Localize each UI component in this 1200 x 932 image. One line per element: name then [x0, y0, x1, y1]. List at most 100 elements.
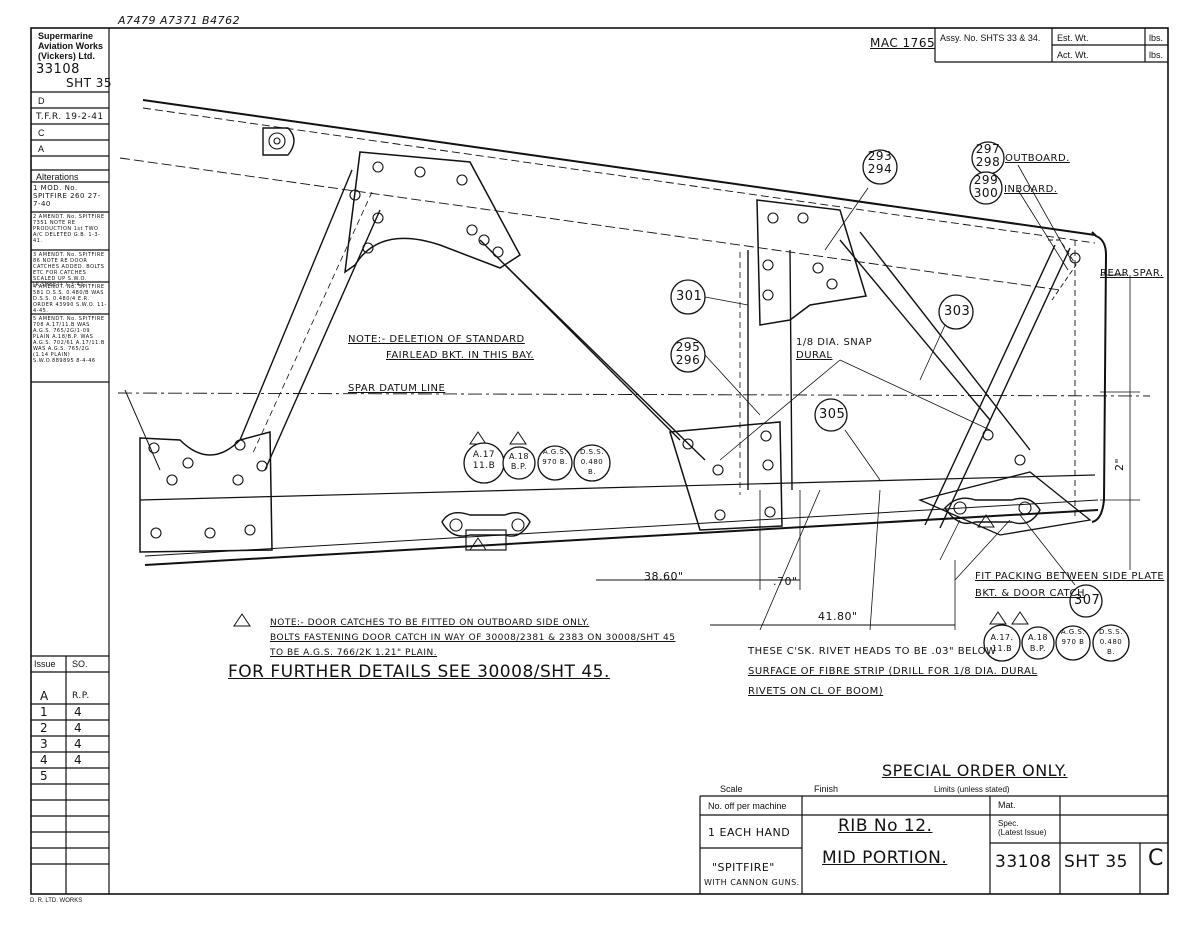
rear-spar-label: REAR SPAR. — [1100, 268, 1164, 279]
row-c: C — [38, 128, 45, 138]
deletion-note-line-2: FAIRLEAD BKT. IN THIS BAY. — [386, 350, 534, 361]
rivet-note: THESE C'SK. RIVET HEADS TO BE .03" BELOW… — [748, 642, 1037, 702]
assembly-number: Assy. No. SHTS 33 & 34. — [940, 33, 1041, 43]
callout-296: 296 — [675, 353, 701, 367]
so-column-label: SO. — [72, 659, 88, 669]
issue-so-3: 4 — [74, 737, 83, 751]
company-line-1: Supermarine — [38, 31, 94, 41]
callout-301: 301 — [676, 289, 703, 304]
drawing-number: 33108 — [995, 852, 1052, 872]
callout-299: 299 — [973, 173, 999, 187]
bolt-spec-dss-left: D.S.S. 0.480 B. — [580, 448, 604, 476]
callout-298: 298 — [975, 155, 1001, 169]
snap-rivet-line-1: 1/8 DIA. SNAP — [796, 337, 873, 348]
alteration-4: 4 AMENDT. No. SPITFIRE 581 D.S.S. 0.480/… — [33, 284, 107, 314]
spar-datum-label: SPAR DATUM LINE — [348, 383, 446, 394]
left-sheet-number: SHT 35 — [66, 76, 113, 90]
drawing-title-line-2: MID PORTION. — [822, 848, 948, 868]
material-label: Mat. — [998, 800, 1016, 810]
deletion-note: NOTE:- DELETION OF STANDARD FAIRLEAD BKT… — [348, 332, 534, 364]
spitfire-label: "SPITFIRE" — [712, 861, 775, 874]
estimated-weight-label: Est. Wt. — [1057, 33, 1089, 43]
limits-label: Limits (unless stated) — [934, 785, 1010, 794]
company-name: Supermarine Aviation Works (Vickers) Ltd… — [38, 31, 103, 61]
bolt-spec-a17-right: A.17. 11.B — [990, 633, 1014, 653]
alteration-5: 5 AMENDT. No. SPITFIRE 708 A.17/11.B WAS… — [33, 316, 105, 364]
callout-294: 294 — [867, 162, 893, 176]
issue-so-1: 4 — [74, 705, 83, 719]
issue-1: 1 — [40, 705, 49, 719]
inboard-label: INBOARD. — [1004, 184, 1058, 195]
alteration-2: 2 AMENDT. No. SPITFIRE 7351 NOTE RE PROD… — [33, 214, 105, 244]
callout-299-300: 299 300 — [973, 174, 999, 200]
company-line-3: (Vickers) Ltd. — [38, 51, 95, 61]
scale-label: Scale — [720, 784, 743, 794]
printer-mark: D. R. LTD. WORKS — [30, 898, 83, 904]
bolt-spec-ags-left: A.G.S. 970 B. — [542, 448, 568, 466]
callout-305: 305 — [819, 407, 846, 422]
callout-293: 293 — [867, 149, 893, 163]
dimension-0-70: .70" — [773, 575, 798, 588]
company-line-2: Aviation Works — [38, 41, 104, 51]
alteration-3: 3 AMENDT. No. SPITFIRE 86 NOTE RE DOOR C… — [33, 252, 105, 288]
dimension-2: 2" — [1113, 457, 1127, 472]
issue-column-label: Issue — [34, 659, 56, 669]
fit-packing-line-1: FIT PACKING BETWEEN SIDE PLATE — [975, 571, 1165, 582]
snap-rivet-note: 1/8 DIA. SNAP DURAL — [796, 336, 872, 362]
drawing-title-line-1: RIB No 12. — [838, 816, 933, 836]
door-catch-note: NOTE:- DOOR CATCHES TO BE FITTED ON OUTB… — [270, 616, 675, 661]
spec-label-line-2: (Latest Issue) — [998, 828, 1047, 837]
callout-300: 300 — [973, 186, 999, 200]
callout-295: 295 — [675, 340, 701, 354]
spec-label: Spec. (Latest Issue) — [998, 819, 1046, 837]
callout-297: 297 — [975, 142, 1001, 156]
fit-packing-line-2: BKT. & DOOR CATCH — [975, 588, 1086, 599]
no-off-label: No. off per machine — [708, 801, 787, 811]
spec-label-line-1: Spec. — [998, 819, 1019, 828]
row-d: D — [38, 96, 45, 106]
finish-label: Finish — [814, 784, 839, 794]
issue-letter: C — [1148, 846, 1164, 871]
sheet-number: SHT 35 — [1064, 852, 1128, 872]
special-order-note: SPECIAL ORDER ONLY. — [882, 761, 1068, 780]
rivet-note-line-3: RIVETS ON CL OF BOOM) — [748, 686, 884, 697]
callout-297-298: 297 298 — [975, 143, 1001, 169]
lbs-label-1: lbs. — [1149, 33, 1164, 43]
callout-293-294: 293 294 — [867, 150, 893, 176]
issue-2: 2 — [40, 721, 49, 735]
issue-so-a: R.P. — [72, 691, 90, 701]
mac-number: MAC 1765 — [870, 36, 936, 50]
callout-303: 303 — [944, 304, 971, 319]
row-tfr: T.F.R. 19-2-41 — [36, 112, 104, 122]
cannon-guns-label: WITH CANNON GUNS. — [704, 878, 800, 887]
each-hand-value: 1 EACH HAND — [708, 826, 791, 839]
door-note-line-3: TO BE A.G.S. 766/2K 1.21" PLAIN. — [270, 648, 438, 658]
bolt-spec-a17-left: A.17 11.B — [472, 450, 496, 471]
left-drawing-number: 33108 — [36, 62, 80, 77]
bolt-spec-a18-right: A.18 B.P. — [1027, 633, 1049, 653]
lbs-label-2: lbs. — [1149, 50, 1164, 60]
rivet-note-line-2: SURFACE OF FIBRE STRIP (DRILL FOR 1/8 DI… — [748, 666, 1038, 677]
bolt-spec-a18-left: A.18 B.P. — [508, 452, 530, 471]
door-note-line-2: BOLTS FASTENING DOOR CATCH IN WAY OF 300… — [270, 633, 676, 643]
snap-rivet-line-2: DURAL — [796, 350, 833, 361]
bolt-spec-ags-right: A.G.S. 970 B — [1060, 628, 1086, 646]
issue-3: 3 — [40, 737, 49, 751]
rivet-note-line-1: THESE C'SK. RIVET HEADS TO BE .03" BELOW — [748, 646, 997, 657]
row-a: A — [38, 144, 45, 154]
issue-so-2: 4 — [74, 721, 83, 735]
door-note-line-1: NOTE:- DOOR CATCHES TO BE FITTED ON OUTB… — [270, 618, 590, 628]
actual-weight-label: Act. Wt. — [1057, 50, 1089, 60]
issue-4: 4 — [40, 753, 49, 767]
issue-so-4: 4 — [74, 753, 83, 767]
dimension-38-60: 38.60" — [644, 570, 684, 583]
alterations-label: Alterations — [36, 172, 79, 182]
fit-packing-note: FIT PACKING BETWEEN SIDE PLATE BKT. & DO… — [975, 568, 1164, 602]
top-reference-numbers: A7479 A7371 B4762 — [118, 14, 241, 27]
deletion-note-line-1: NOTE:- DELETION OF STANDARD — [348, 334, 525, 345]
outboard-label: OUTBOARD. — [1005, 153, 1070, 164]
bolt-spec-dss-right: D.S.S. 0.480 B. — [1099, 628, 1123, 656]
dimension-41-80: 41.80" — [818, 610, 858, 623]
alteration-1: 1 MOD. No. SPITFIRE 260 27-7-40 — [33, 184, 101, 208]
